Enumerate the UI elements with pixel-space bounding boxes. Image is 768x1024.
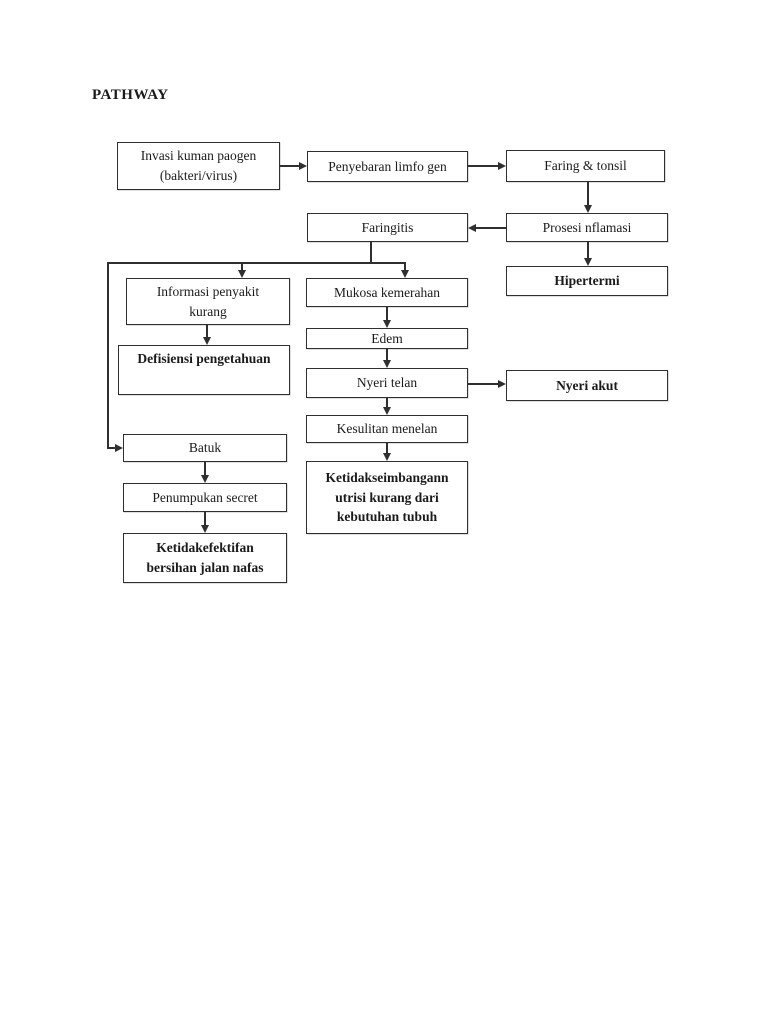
node-label: Faringitis <box>361 219 414 235</box>
node-label: Penumpukan secret <box>152 489 258 505</box>
node-kesulitan-menelan: Kesulitan menelan <box>306 415 468 443</box>
arrowhead-down-icon <box>382 360 391 368</box>
arrowhead-down-icon <box>382 407 391 415</box>
node-label: Batuk <box>188 440 222 456</box>
arrowhead-down-icon <box>583 205 592 213</box>
connector-faringitis-stem <box>370 242 372 264</box>
arrowhead-down-icon <box>400 270 409 278</box>
arrowhead-down-icon <box>202 337 211 345</box>
node-label: Ketidakefektifan bersihan jalan nafas <box>146 540 264 575</box>
connector-faring-prosesi <box>587 182 589 206</box>
connector-bus-informasi <box>241 264 243 271</box>
connector-prosesi-hipertermi <box>587 242 589 258</box>
arrowhead-down-icon <box>382 320 391 328</box>
node-nyeri-akut: Nyeri akut <box>506 370 668 401</box>
node-prosesi-inflamasi: Prosesi nflamasi <box>506 213 668 242</box>
connector-branch-bus <box>107 262 406 264</box>
connector-batuk-penumpukan <box>204 462 206 476</box>
node-penumpukan-secret: Penumpukan secret <box>123 483 287 512</box>
page-title: PATHWAY <box>92 87 169 103</box>
node-label: Nyeri telan <box>356 375 418 391</box>
arrowhead-right-icon <box>498 379 506 388</box>
connector-prosesi-faringitis <box>476 227 506 229</box>
connector-nyeritelan-kesulitan <box>386 398 388 408</box>
arrowhead-down-icon <box>200 475 209 483</box>
arrowhead-right-icon <box>299 161 307 170</box>
arrowhead-down-icon <box>583 258 592 266</box>
node-faring-tonsil: Faring & tonsil <box>506 150 665 182</box>
node-nyeri-telan: Nyeri telan <box>306 368 468 398</box>
node-label: Faring & tonsil <box>544 158 627 174</box>
arrowhead-down-icon <box>200 525 209 533</box>
connector-mukosa-edem <box>386 307 388 321</box>
connector-penyebaran-faring <box>468 165 499 167</box>
node-label: Defisiensi pengetahuan <box>137 351 271 366</box>
connector-kesulitan-ketidakseimbangan <box>386 443 388 454</box>
node-ketidakseimbangan-nutrisi: Ketidakseimbangann utrisi kurang dari ke… <box>306 461 468 534</box>
node-informasi-penyakit-kurang: Informasi penyakit kurang <box>126 278 290 325</box>
connector-bus-mukosa <box>404 264 406 271</box>
connector-nyeritelan-nyeriakut <box>468 383 499 385</box>
arrowhead-right-icon <box>115 443 123 452</box>
node-defisiensi-pengetahuan: Defisiensi pengetahuan <box>118 345 290 395</box>
connector-penumpukan-ketidakefektifan <box>204 512 206 526</box>
node-label: Ketidakseimbangann utrisi kurang dari ke… <box>325 470 449 525</box>
node-penyebaran-limfogen: Penyebaran limfo gen <box>307 151 468 182</box>
arrowhead-down-icon <box>382 453 391 461</box>
node-label: Prosesi nflamasi <box>542 219 632 235</box>
arrowhead-down-icon <box>237 270 246 278</box>
connector-informasi-defisiensi <box>206 325 208 338</box>
node-label: Nyeri akut <box>556 377 618 393</box>
connector-invasi-penyebaran <box>280 165 300 167</box>
node-invasi-kuman-patogen: Invasi kuman paogen (bakteri/virus) <box>117 142 280 190</box>
connector-bus-batuk-vertical <box>107 262 109 449</box>
node-label: Invasi kuman paogen (bakteri/virus) <box>140 148 257 183</box>
connector-edem-nyeritelan <box>386 349 388 361</box>
node-mukosa-kemerahan: Mukosa kemerahan <box>306 278 468 307</box>
node-label: Penyebaran limfo gen <box>328 158 447 174</box>
node-label: Edem <box>371 330 403 346</box>
arrowhead-right-icon <box>498 161 506 170</box>
node-label: Informasi penyakit kurang <box>156 283 260 319</box>
node-label: Kesulitan menelan <box>336 421 438 437</box>
connector-bus-batuk-horizontal <box>107 447 116 449</box>
node-faringitis: Faringitis <box>307 213 468 242</box>
node-label: Mukosa kemerahan <box>333 284 441 300</box>
node-label: Hipertermi <box>554 273 620 289</box>
node-batuk: Batuk <box>123 434 287 462</box>
node-edem: Edem <box>306 328 468 349</box>
arrowhead-left-icon <box>468 223 476 232</box>
node-hipertermi: Hipertermi <box>506 266 668 296</box>
node-ketidakefektifan-bersihan: Ketidakefektifan bersihan jalan nafas <box>123 533 287 583</box>
